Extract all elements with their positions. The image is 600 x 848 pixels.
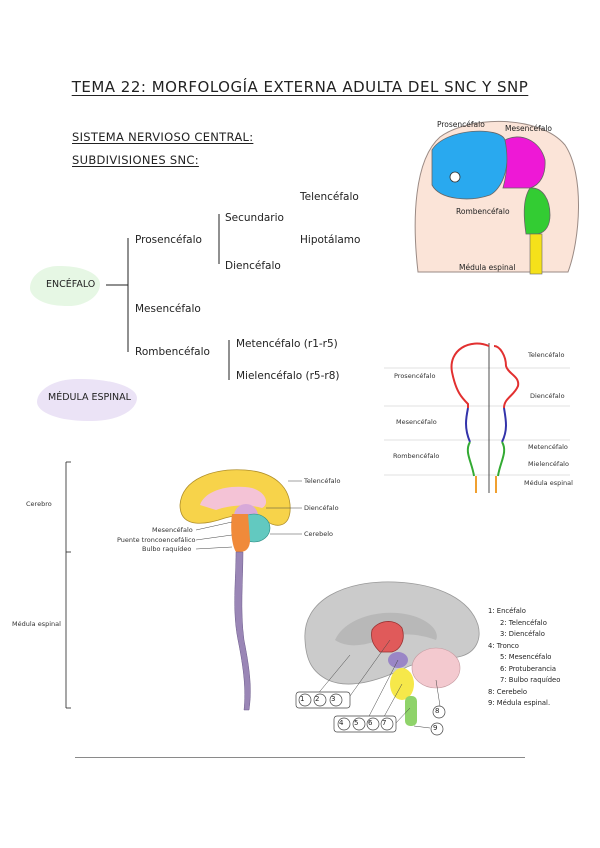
sagittal-number-2: 2	[315, 695, 320, 703]
sagittal-number-8: 8	[435, 707, 440, 715]
sagittal-number-6: 6	[368, 719, 373, 727]
tube-label-medula: Médula espinal	[524, 479, 573, 487]
legend-item: 1: Encéfalo	[488, 607, 526, 615]
tree-metencefalo: Metencéfalo (r1-r5)	[236, 338, 338, 350]
sagittal-number-7: 7	[382, 719, 387, 727]
tube-label-diencefalo: Diencéfalo	[530, 392, 565, 400]
adult-label-telencefalo: Telencéfalo	[304, 477, 341, 485]
tree-medula: MÉDULA ESPINAL	[48, 392, 131, 403]
sagittal-legend: 1: Encéfalo 2: Telencéfalo 3: Diencéfalo…	[488, 606, 560, 710]
adult-label-puente: Puente troncoencefálico	[117, 536, 196, 544]
adult-label-cerebelo: Cerebelo	[304, 530, 333, 538]
tree-encefalo: ENCÉFALO	[46, 279, 96, 290]
tree-mielencefalo: Mielencéfalo (r5-r8)	[236, 370, 340, 382]
sagittal-number-1: 1	[300, 695, 305, 703]
tree-prosencefalo: Prosencéfalo	[135, 234, 202, 246]
legend-item: 9: Médula espinal.	[488, 699, 551, 707]
embryo-label-prosencefalo: Prosencéfalo	[437, 120, 485, 129]
embryo-prosencefalo-region	[431, 130, 508, 200]
legend-item: 6: Protuberancia	[500, 664, 557, 673]
sagittal-number-3: 3	[331, 695, 336, 703]
adult-label-diencefalo: Diencéfalo	[304, 504, 339, 512]
legend-item: 2: Telencéfalo	[500, 618, 547, 627]
embryo-medula-region	[529, 233, 543, 275]
tube-label-prosencefalo: Prosencéfalo	[394, 372, 436, 380]
legend-item: 8: Cerebelo	[488, 687, 528, 696]
embryo-mesencefalo-region	[502, 136, 546, 189]
tree-mesencefalo: Mesencéfalo	[135, 303, 201, 315]
legend-item: 3: Diencéfalo	[500, 630, 545, 638]
tree-rombencefalo: Rombencéfalo	[135, 346, 210, 358]
encefalo-highlight	[30, 266, 100, 306]
section-heading-subdivisions: SUBDIVISIONES SNC:	[72, 153, 199, 167]
legend-item: 5: Mesencéfalo	[500, 653, 552, 661]
sagittal-number-4: 4	[339, 719, 344, 727]
sagittal-number-5: 5	[354, 719, 359, 727]
legend-item: 7: Bulbo raquídeo	[500, 676, 561, 684]
adult-label-bulbo: Bulbo raquídeo	[142, 545, 192, 553]
page-title: TEMA 22: MORFOLOGÍA EXTERNA ADULTA DEL S…	[71, 78, 529, 96]
embryo-label-rombencefalo: Rombencéfalo	[456, 207, 510, 216]
bottom-divider	[75, 757, 525, 758]
embryo-rombencefalo-region	[523, 187, 551, 235]
tube-label-mesencefalo: Mesencéfalo	[396, 418, 437, 426]
adult-label-mesencefalo: Mesencéfalo	[152, 526, 193, 534]
tube-label-telencefalo: Telencéfalo	[528, 351, 565, 359]
tree-telencefalo: Telencéfalo	[300, 191, 359, 203]
tree-hipotalamo: Hipotálamo	[300, 234, 361, 246]
adult-label-medula: Médula espinal	[12, 620, 61, 628]
tube-label-rombencefalo: Rombencéfalo	[393, 452, 440, 460]
embryo-label-mesencefalo: Mesencéfalo	[505, 124, 553, 133]
tube-label-mielencefalo: Mielencéfalo	[528, 460, 569, 468]
legend-item: 4: Tronco	[488, 641, 519, 650]
section-heading-snc: SISTEMA NERVIOSO CENTRAL:	[72, 130, 254, 144]
embryo-label-medula: Médula espinal	[459, 263, 516, 272]
tree-secundario: Secundario	[225, 212, 284, 224]
adult-label-cerebro: Cerebro	[26, 500, 52, 508]
medula-highlight	[37, 379, 137, 421]
tube-label-metencefalo: Metencéfalo	[528, 443, 568, 451]
tree-diencefalo: Diencéfalo	[225, 260, 281, 272]
sagittal-number-9: 9	[433, 724, 438, 732]
